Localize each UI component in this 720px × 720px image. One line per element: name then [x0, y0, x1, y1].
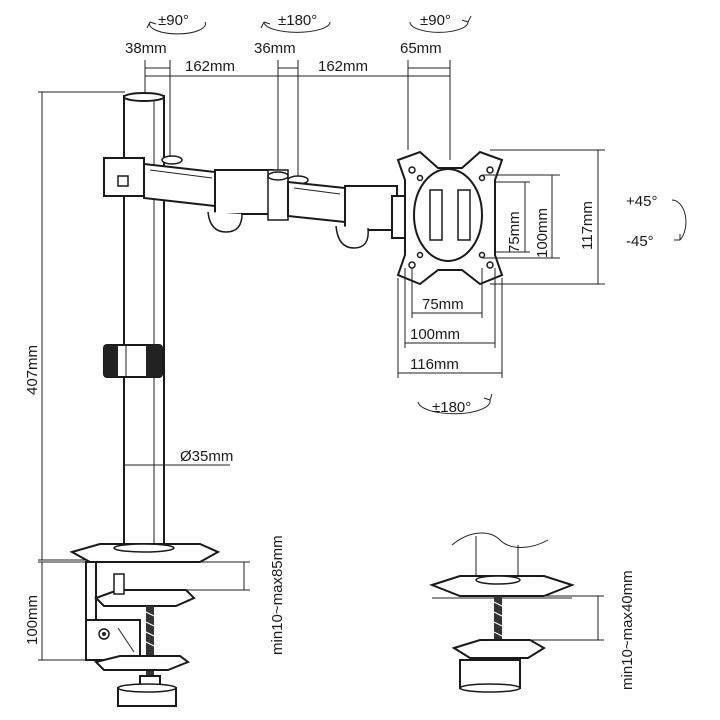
vesa-width-75mm: 75mm [422, 296, 464, 313]
dim-label-38mm: 38mm [125, 40, 167, 57]
clamp-range-label: min10~max85mm [269, 535, 286, 655]
dim-label-36mm: 36mm [254, 40, 296, 57]
dim-label-162mm-left: 162mm [185, 58, 235, 75]
vesa-height-100mm: 100mm [534, 208, 551, 258]
vesa-vertical-dimensions: 75mm 100mm 117mm [482, 149, 605, 285]
top-dimension-lines [144, 60, 451, 178]
pole-diameter-label: Ø35mm [180, 448, 233, 465]
vesa-height-75mm: 75mm [506, 211, 523, 253]
vesa-height-117mm: 117mm [579, 201, 596, 250]
grommet-mount [429, 532, 575, 693]
vesa-width-100mm: 100mm [410, 326, 460, 343]
vesa-plate [396, 150, 504, 286]
rotation-indicator-top-right: ±90° [409, 12, 472, 33]
height-dimension: 407mm [24, 91, 125, 561]
plate-rotation-label: ±180° [432, 399, 471, 416]
vesa-width-116mm: 116mm [410, 356, 459, 373]
clamp-dimensions: 100mm min10~max85mm [24, 535, 286, 661]
tilt-indicator: +45° -45° [626, 193, 687, 250]
rotation-label-top-mid: ±180° [278, 12, 317, 29]
rotation-label-top-right: ±90° [420, 12, 451, 29]
pole-diameter-dimension: Ø35mm [124, 448, 233, 466]
arm-assembly [103, 155, 407, 249]
desk-clamp [69, 543, 221, 707]
height-label-407mm: 407mm [24, 345, 41, 395]
grommet-range-label: min10~max40mm [619, 570, 636, 690]
tilt-positive-label: +45° [626, 193, 657, 210]
rotation-indicator-top-left: ±90° [146, 12, 206, 35]
dim-label-65mm: 65mm [400, 40, 442, 57]
dim-label-162mm-right: 162mm [318, 58, 368, 75]
rotation-indicator-top-mid: ±180° [260, 12, 331, 33]
rotation-label-top-left: ±90° [158, 12, 189, 29]
vesa-horizontal-dimensions: 75mm 100mm 116mm [397, 268, 503, 378]
pole-collar [103, 344, 163, 378]
clamp-height-100mm: 100mm [24, 595, 41, 645]
grommet-dimensions: min10~max40mm [530, 570, 636, 690]
tilt-negative-label: -45° [626, 233, 654, 250]
plate-rotation-indicator: ±180° [417, 393, 493, 416]
